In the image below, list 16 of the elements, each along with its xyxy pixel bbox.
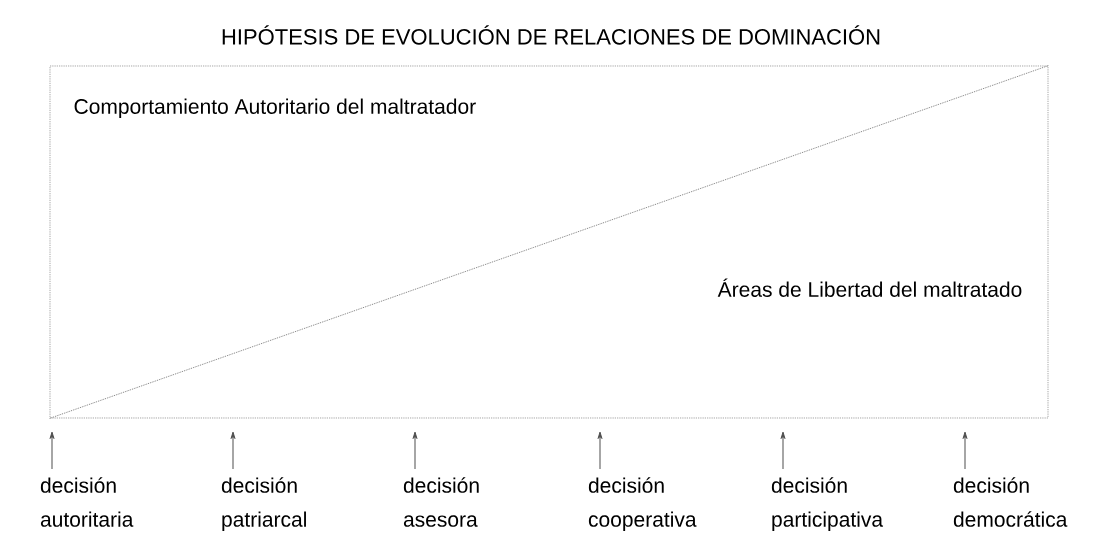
arrow (230, 431, 236, 470)
area-label: Comportamiento Autoritario del maltratador (74, 98, 476, 119)
box (49, 65, 1049, 419)
decision-label: decisión asesora (403, 477, 479, 527)
arrow (49, 431, 55, 470)
title: HIPÓTESIS DE EVOLUCIÓN DE RELACIONES DE DOMINACIÓN (222, 25, 880, 45)
arrow (962, 431, 968, 470)
arrow (412, 431, 418, 470)
decision-label: decisión cooperativa (588, 477, 697, 531)
decision-label: decisión autoritaria (40, 477, 134, 527)
decision-label: decisión patriarcal (221, 477, 306, 531)
decision-label: decisión participativa (771, 477, 884, 531)
decision-label: decisión democrática (953, 477, 1068, 527)
area-label: Áreas de Libertad del maltratado (717, 278, 1022, 297)
arrow (597, 431, 603, 470)
arrow (780, 431, 786, 470)
